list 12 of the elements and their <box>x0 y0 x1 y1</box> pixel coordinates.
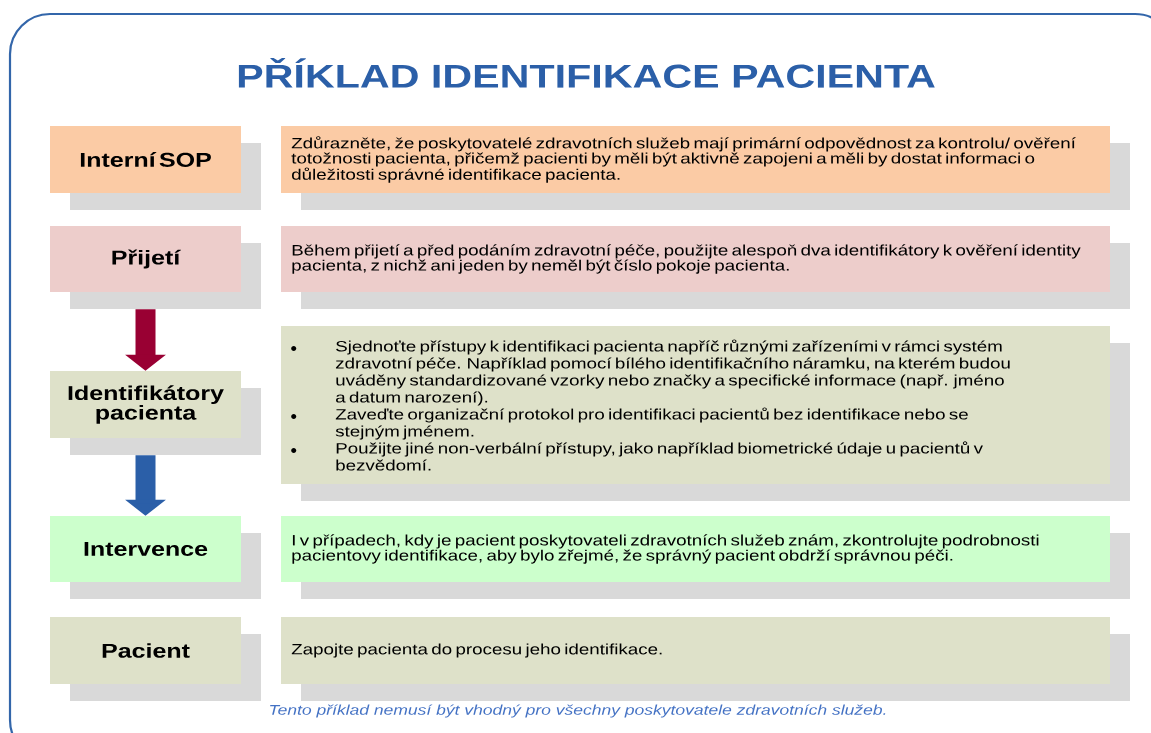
label-box: Interní SOP <box>50 126 261 210</box>
label-box: Přijetí <box>50 226 261 309</box>
text-box: Sjednoťte přístupy k identifikaci pacienta napříč různými zařízeními v rámci systém zdravotní péče. Například pomocí bílého identifikačního náramku, na kterém budou uváděny standardizované vzorky nebo značky a specifické informace (např. jméno a datum narození). Zaveďte organizační protokol pro identifikaci pacientů bez identifikace nebo se stejným jménem. Použijte jiné non-verbální přístupy, jako například biometrické údaje u pacientů v bezvědomí. <box>281 326 1130 501</box>
caption: Tento příklad nemusí být vhodný pro všechny poskytovatele zdravotních služeb. <box>270 704 886 718</box>
text-box: Zdůrazněte, že poskytovatelé zdravotních služeb mají primární odpovědnost za kontrolu/ ověření totožnosti pacienta, přičemž pacienti by měli být aktivně zapojeni a měli by dostat informaci o důležitosti správné identifikace pacienta. <box>281 126 1130 210</box>
title: PŘÍKLAD IDENTIFIKACE PACIENTA <box>238 58 935 88</box>
label-box: Intervence <box>50 516 261 599</box>
label-box: Pacient <box>50 617 261 701</box>
text-box: Zapojte pacienta do procesu jeho identifikace. <box>281 617 1130 701</box>
label-box: Identifikátory pacienta <box>50 371 261 455</box>
text-box: I v případech, kdy je pacient poskytovateli zdravotních služeb znám, zkontrolujte podrobnosti pacientovy identifikace, aby bylo zřejmé, že správný pacient obdrží správnou péči. <box>281 516 1130 599</box>
text-box: Během přijetí a před podáním zdravotní péče, použijte alespoň dva identifikátory k ověření identity pacienta, z nichž ani jeden by neměl být číslo pokoje pacienta. <box>281 226 1130 309</box>
